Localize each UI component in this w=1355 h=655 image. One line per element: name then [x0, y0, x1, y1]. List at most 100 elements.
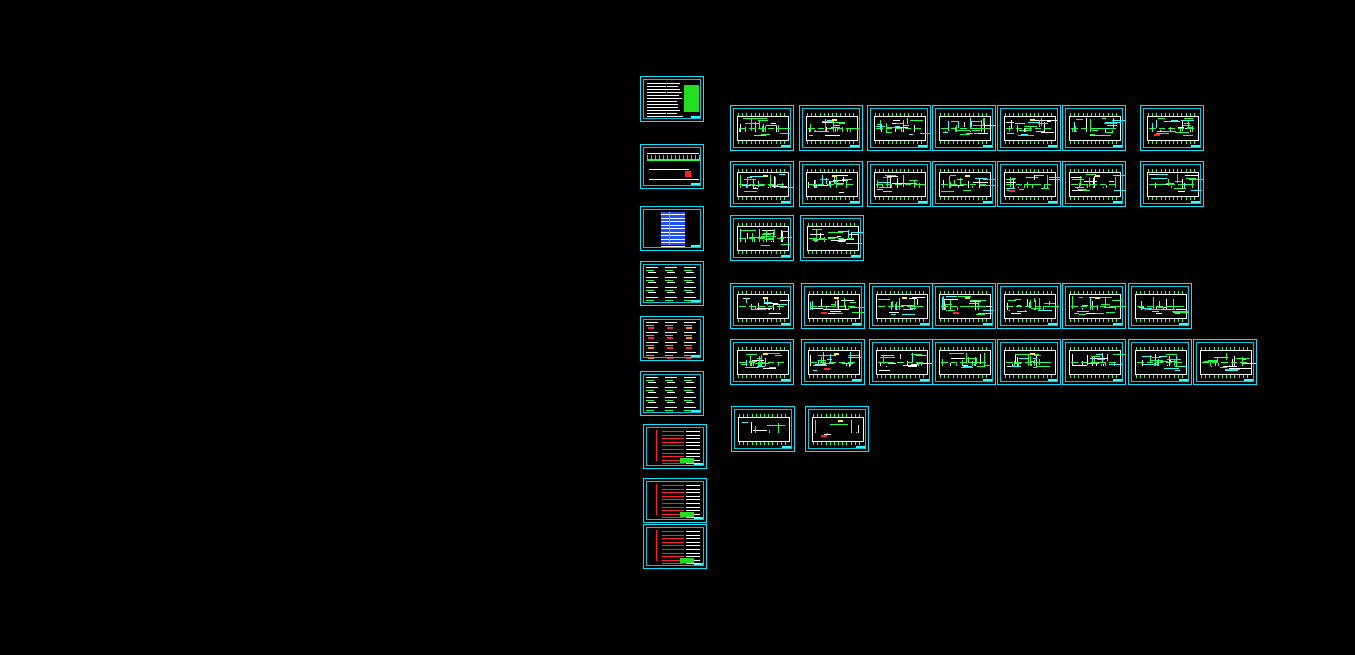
- table-block: [661, 212, 685, 245]
- drawing-sheet-r5-2[interactable]: [801, 339, 865, 385]
- wall-line: [1214, 356, 1228, 358]
- dimension-tick: [1148, 319, 1150, 322]
- dimension-tick: [1025, 347, 1027, 350]
- wall-line: [1073, 312, 1080, 314]
- wall-line: [816, 228, 818, 242]
- drawing-sheet-r4-2[interactable]: [801, 283, 865, 329]
- drawing-sheet-left-7[interactable]: [643, 424, 707, 469]
- drawing-sheet-r4-5[interactable]: [997, 283, 1061, 329]
- dimension-tick: [1156, 169, 1158, 172]
- wall-line: [960, 178, 962, 185]
- corridor-line: [1109, 362, 1116, 363]
- dimension-tick: [895, 113, 897, 116]
- plan-outline: [737, 140, 789, 141]
- drawing-sheet-r2-3[interactable]: [867, 161, 931, 207]
- dimension-tick: [1140, 319, 1142, 322]
- drawing-sheet-r1-5[interactable]: [997, 105, 1061, 151]
- drawing-sheet-r1-2[interactable]: [799, 105, 863, 151]
- dimension-tick: [1107, 113, 1109, 116]
- wall-line: [813, 131, 830, 133]
- detail-line: [646, 267, 658, 268]
- drawing-sheet-r4-1[interactable]: [730, 283, 794, 329]
- wall-line: [1242, 362, 1256, 364]
- wall-line: [891, 184, 893, 188]
- drawing-sheet-r5-4[interactable]: [932, 339, 996, 385]
- plan-outline: [806, 116, 807, 140]
- drawing-sheet-r4-4[interactable]: [932, 283, 996, 329]
- dimension-tick: [1156, 197, 1158, 200]
- drawing-sheet-r2-2[interactable]: [799, 161, 863, 207]
- drawing-sheet-r5-8[interactable]: [1193, 339, 1257, 385]
- elevation-line: [647, 159, 699, 161]
- drawing-sheet-r5-6[interactable]: [1062, 339, 1126, 385]
- dimension-tick: [956, 141, 958, 144]
- dimension-tick: [883, 113, 885, 116]
- plan-outline: [788, 226, 789, 250]
- drawing-sheet-r1-1[interactable]: [730, 105, 794, 151]
- drawing-sheet-left-3[interactable]: [640, 206, 704, 251]
- wall-line: [984, 364, 992, 366]
- dimension-tick: [1111, 375, 1113, 378]
- drawing-sheet-r6-1[interactable]: [731, 406, 795, 452]
- dimension-tick: [904, 141, 906, 144]
- wall-line: [846, 309, 848, 310]
- drawing-sheet-r2-4[interactable]: [932, 161, 996, 207]
- drawing-sheet-r4-3[interactable]: [869, 283, 933, 329]
- drawing-sheet-r4-7[interactable]: [1128, 283, 1192, 329]
- wall-line: [984, 118, 986, 130]
- drawing-sheet-r2-6[interactable]: [1062, 161, 1126, 207]
- drawing-sheet-r5-5[interactable]: [997, 339, 1061, 385]
- dimension-tick: [754, 197, 756, 200]
- drawing-sheet-r3-1[interactable]: [730, 215, 794, 261]
- wall-line: [821, 354, 837, 356]
- drawing-sheet-r4-6[interactable]: [1062, 283, 1126, 329]
- drawing-sheet-r3-2[interactable]: [800, 215, 864, 261]
- schedule-row: [662, 452, 684, 454]
- plan-outline: [807, 250, 859, 251]
- dimension-tick: [783, 113, 785, 116]
- wall-line: [1235, 357, 1250, 359]
- wall-line: [1107, 354, 1109, 362]
- wall-line: [841, 179, 852, 181]
- drawing-sheet-r5-3[interactable]: [869, 339, 933, 385]
- drawing-sheet-left-6[interactable]: [640, 371, 704, 416]
- drawing-sheet-r1-3[interactable]: [867, 105, 931, 151]
- wall-line: [1043, 306, 1060, 308]
- drawing-sheet-left-1[interactable]: [640, 76, 704, 122]
- schedule-row: [686, 488, 700, 490]
- schedule-row: [686, 456, 700, 458]
- corridor-line: [941, 362, 948, 363]
- drawing-sheet-left-2[interactable]: [640, 144, 704, 189]
- title-block: [1113, 201, 1123, 204]
- drawing-sheet-r1-7[interactable]: [1140, 105, 1204, 151]
- drawing-sheet-r5-7[interactable]: [1128, 339, 1192, 385]
- drawing-sheet-r1-6[interactable]: [1062, 105, 1126, 151]
- wall-line: [773, 228, 775, 236]
- dimension-tick: [771, 169, 773, 172]
- drawing-sheet-left-9[interactable]: [643, 524, 707, 569]
- wall-line: [1071, 296, 1073, 309]
- dimension-tick: [944, 319, 946, 322]
- schedule-row: [686, 503, 700, 504]
- drawing-sheet-r6-2[interactable]: [805, 406, 869, 452]
- drawing-sheet-left-5[interactable]: [640, 316, 704, 361]
- wall-line: [845, 242, 862, 244]
- plan-outline: [927, 294, 928, 318]
- wall-line: [898, 297, 900, 310]
- drawing-sheet-r2-7[interactable]: [1140, 161, 1204, 207]
- drawing-sheet-r5-1[interactable]: [730, 339, 794, 385]
- wall-line: [1046, 120, 1059, 122]
- drawing-sheet-r2-1[interactable]: [730, 161, 794, 207]
- wall-line: [1011, 120, 1013, 129]
- drawing-sheet-left-8[interactable]: [643, 478, 707, 523]
- drawing-sheet-left-4[interactable]: [640, 261, 704, 306]
- dimension-tick: [750, 141, 752, 144]
- index-text: [667, 104, 679, 105]
- wall-line: [1091, 301, 1093, 310]
- dimension-tick: [758, 347, 760, 350]
- drawing-sheet-r1-4[interactable]: [932, 105, 996, 151]
- accent-mark: [823, 368, 830, 370]
- drawing-sheet-r2-5[interactable]: [997, 161, 1061, 207]
- plan-outline: [1055, 350, 1056, 374]
